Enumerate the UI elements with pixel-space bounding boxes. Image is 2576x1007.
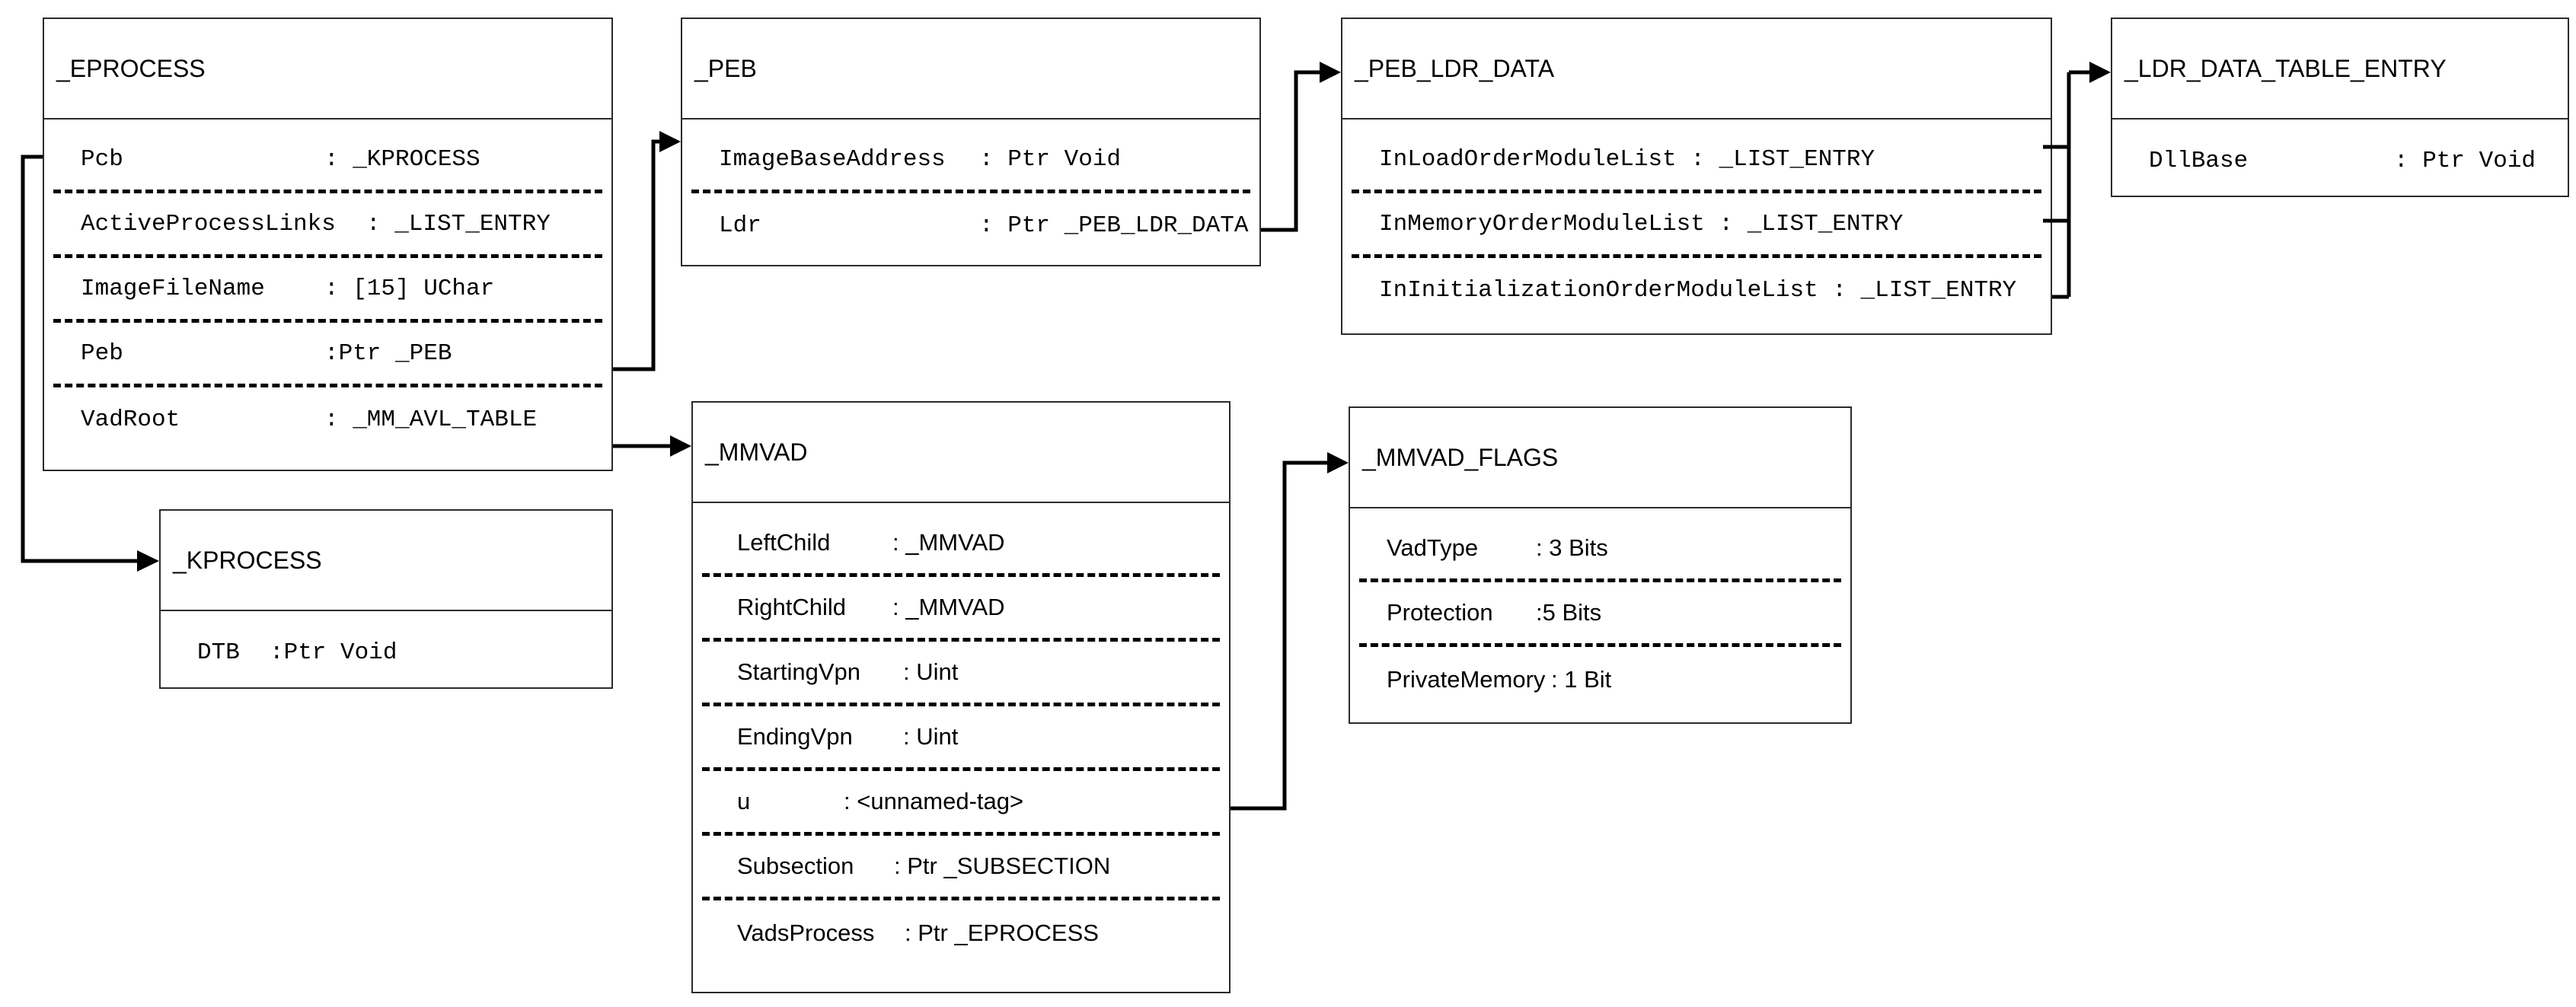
kprocess-title: _KPROCESS: [161, 511, 611, 611]
mmvad-flags-box: _MMVAD_FLAGS VadType : 3 Bits Protection:…: [1349, 406, 1852, 724]
eprocess-field-imagefilename: ImageFileName : [15] UChar: [53, 258, 602, 323]
field-type: : Uint: [903, 723, 959, 750]
field-type: :Ptr Void: [270, 639, 397, 666]
kprocess-fields: DTB :Ptr Void: [161, 611, 611, 690]
peb-ldr-data-field-inloadordermodulelist: InLoadOrderModuleList : _LIST_ENTRY: [1352, 129, 2041, 193]
field-name: VadRoot: [81, 406, 180, 433]
arrowhead-mmvad-flags: [1327, 452, 1349, 473]
eprocess-field-vadroot: VadRoot : _MM_AVL_TABLE: [53, 387, 602, 452]
field-type: : _LIST_ENTRY: [1832, 277, 2017, 304]
peb-box: _PEB ImageBaseAddress : Ptr Void Ldr : Ptr…: [681, 18, 1261, 266]
field-name: Ldr: [719, 212, 761, 239]
field-type: : Ptr _SUBSECTION: [894, 852, 1111, 879]
field-name: ActiveProcessLinks: [81, 210, 336, 237]
ldr-data-table-entry-title: _LDR_DATA_TABLE_ENTRY: [2112, 19, 2568, 120]
field-type: : <unnamed-tag>: [844, 788, 1024, 814]
peb-ldr-data-title: _PEB_LDR_DATA: [1342, 19, 2051, 120]
field-name: PrivateMemory: [1387, 665, 1546, 693]
connector-u-to-mmvad-flags: [1231, 460, 1327, 811]
eprocess-box: _EPROCESS Pcb : _KPROCESS ActiveProcessLi…: [43, 18, 613, 471]
field-name: Protection: [1387, 599, 1493, 626]
connector-ldr-to-peb-ldr-data: [1261, 70, 1320, 232]
arrowhead-peb-ldr-data: [1320, 62, 1341, 83]
field-name: VadType: [1387, 534, 1479, 561]
field-type: :Ptr _PEB: [324, 339, 452, 367]
mmvad-box: _MMVAD LeftChild : _MMVAD RightChild : _MM…: [691, 401, 1231, 993]
field-name: InInitializationOrderModuleList: [1379, 277, 1818, 304]
field-type: : Ptr _EPROCESS: [905, 919, 1099, 946]
arrowhead-kprocess: [137, 550, 159, 572]
peb-ldr-data-fields: InLoadOrderModuleList : _LIST_ENTRY InMe…: [1342, 120, 2051, 327]
field-type: : _LIST_ENTRY: [366, 210, 551, 237]
field-name: VadsProcess: [737, 919, 875, 946]
field-name: DTB: [197, 639, 240, 666]
mmvad-field-leftchild: LeftChild : _MMVAD: [702, 512, 1220, 577]
field-name: LeftChild: [737, 529, 831, 556]
field-name: Pcb: [81, 145, 123, 173]
field-name: InLoadOrderModuleList: [1379, 145, 1677, 173]
arrowhead-peb: [659, 131, 681, 152]
arrowhead-mmvad: [670, 435, 691, 457]
peb-field-ldr: Ldr : Ptr _PEB_LDR_DATA: [691, 193, 1250, 258]
field-name: u: [737, 788, 751, 814]
field-type: : _KPROCESS: [324, 145, 480, 173]
mmvad-flags-field-vadtype: VadType : 3 Bits: [1359, 518, 1841, 582]
field-type: : 1 Bit: [1551, 665, 1612, 693]
field-type: : [15] UChar: [324, 275, 495, 302]
field-type: : _MMVAD: [892, 594, 1005, 620]
eprocess-field-activeprocesslinks: ActiveProcessLinks : _LIST_ENTRY: [53, 193, 602, 258]
peb-ldr-data-field-ininitializationordermodulelist: InInitializationOrderModuleList : _LIST_…: [1352, 258, 2041, 323]
field-name: Peb: [81, 339, 123, 367]
field-type: : _LIST_ENTRY: [1719, 210, 1904, 237]
field-type: : Ptr _PEB_LDR_DATA: [979, 212, 1249, 239]
kprocess-field-dtb: DTB :Ptr Void: [170, 620, 602, 685]
peb-ldr-data-box: _PEB_LDR_DATA InLoadOrderModuleList : _L…: [1341, 18, 2052, 335]
field-type: : _MMVAD: [892, 529, 1005, 556]
eprocess-title: _EPROCESS: [44, 19, 611, 120]
field-name: ImageFileName: [81, 275, 265, 302]
field-type: : Uint: [903, 658, 959, 685]
mmvad-flags-title: _MMVAD_FLAGS: [1350, 408, 1850, 508]
mmvad-field-startingvpn: StartingVpn : Uint: [702, 642, 1220, 706]
ldr-data-table-entry-fields: DllBase : Ptr Void: [2112, 120, 2568, 198]
field-type: :5 Bits: [1536, 599, 1602, 626]
peb-title: _PEB: [682, 19, 1259, 120]
field-name: StartingVpn: [737, 658, 860, 685]
mmvad-field-u: u : <unnamed-tag>: [702, 771, 1220, 836]
eprocess-fields: Pcb : _KPROCESS ActiveProcessLinks : _LIST…: [44, 120, 611, 457]
field-type: : Ptr Void: [979, 145, 1122, 173]
mmvad-title: _MMVAD: [693, 403, 1229, 503]
eprocess-field-pcb: Pcb : _KPROCESS: [53, 129, 602, 193]
peb-field-imagebaseaddress: ImageBaseAddress : Ptr Void: [691, 129, 1250, 193]
mmvad-fields: LeftChild : _MMVAD RightChild : _MMVAD Sta…: [693, 503, 1229, 970]
peb-fields: ImageBaseAddress : Ptr Void Ldr : Ptr _PEB…: [682, 120, 1259, 263]
mmvad-field-vadsprocess: VadsProcess : Ptr _EPROCESS: [702, 900, 1220, 965]
field-name: EndingVpn: [737, 723, 853, 750]
mmvad-field-subsection: Subsection : Ptr _SUBSECTION: [702, 836, 1220, 900]
field-name: DllBase: [2149, 148, 2249, 174]
field-name: ImageBaseAddress: [719, 145, 946, 173]
mmvad-flags-field-protection: Protection :5 Bits: [1359, 582, 1841, 647]
field-type: : Ptr Void: [2394, 148, 2536, 174]
field-name: RightChild: [737, 594, 847, 620]
kprocess-box: _KPROCESS DTB :Ptr Void: [159, 509, 613, 689]
mmvad-flags-field-privatememory: PrivateMemory: 1 Bit: [1359, 647, 1841, 712]
connector-peb-to-peb-box: [613, 139, 659, 371]
field-type: : 3 Bits: [1536, 534, 1608, 561]
mmvad-field-endingvpn: EndingVpn : Uint: [702, 706, 1220, 771]
arrowhead-ldr-entry: [2089, 62, 2111, 83]
mmvad-flags-fields: VadType : 3 Bits Protection :5 Bits Privat…: [1350, 508, 1850, 716]
mmvad-field-rightchild: RightChild : _MMVAD: [702, 577, 1220, 642]
ldr-data-table-entry-field-dllbase: DllBase : Ptr Void: [2121, 129, 2558, 193]
ldr-data-table-entry-box: _LDR_DATA_TABLE_ENTRY DllBase : Ptr Void: [2111, 18, 2569, 197]
field-name: Subsection: [737, 852, 854, 879]
field-type: : _MM_AVL_TABLE: [324, 406, 538, 433]
field-name: InMemoryOrderModuleList: [1379, 210, 1705, 237]
eprocess-field-peb: Peb :Ptr _PEB: [53, 323, 602, 387]
field-type: : _LIST_ENTRY: [1690, 145, 1875, 173]
peb-ldr-data-field-inmemoryordermodulelist: InMemoryOrderModuleList : _LIST_ENTRY: [1352, 193, 2041, 258]
